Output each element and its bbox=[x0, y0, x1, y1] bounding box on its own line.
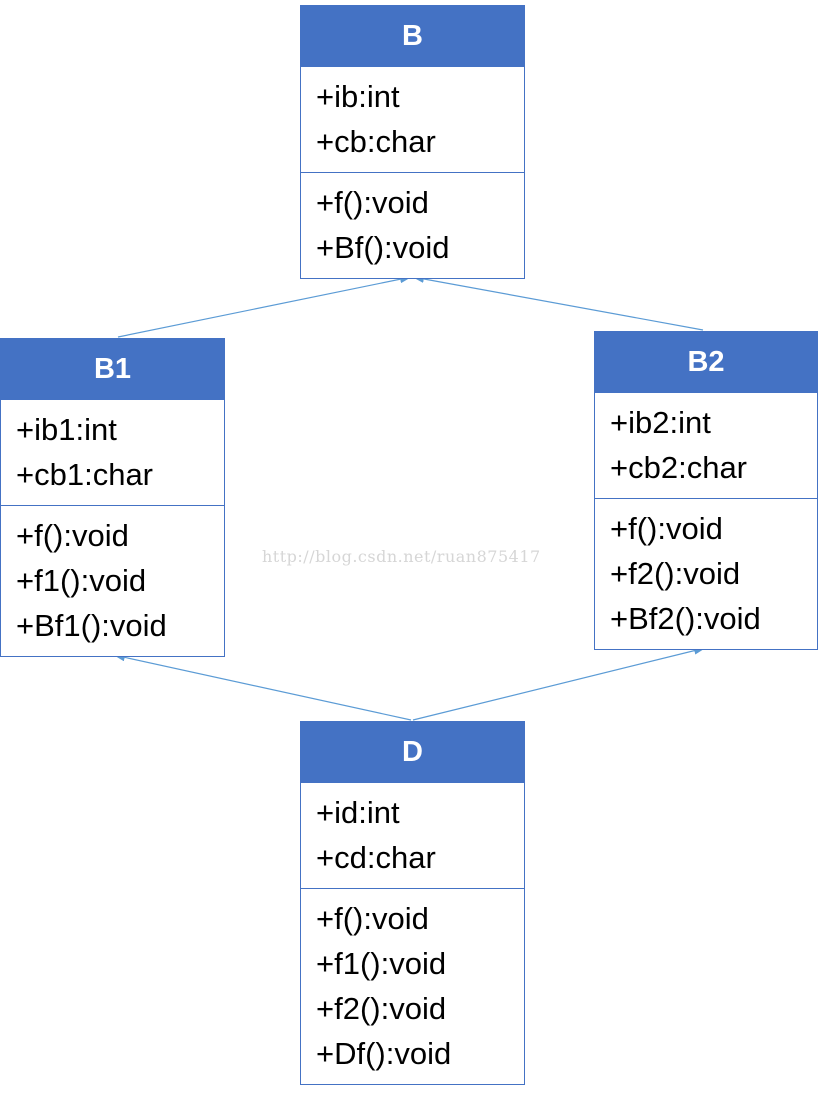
attribute-row: +ib2:int bbox=[610, 405, 711, 440]
attributes-compartment-b: +ib:int +cb:char bbox=[301, 67, 524, 172]
class-box-b1: B1 +ib1:int +cb1:char +f():void +f1():void… bbox=[0, 338, 225, 657]
arrow-d-to-b2 bbox=[412, 646, 706, 721]
method-row: +f1():void bbox=[316, 946, 447, 981]
attributes-compartment-d: +id:int +cd:char bbox=[301, 783, 524, 888]
arrow-d-to-b1 bbox=[113, 653, 412, 721]
attributes-compartment-b1: +ib1:int +cb1:char bbox=[1, 400, 224, 505]
class-name-d: D bbox=[301, 722, 524, 783]
methods-compartment-b1: +f():void +f1():void +Bf1():void bbox=[1, 505, 224, 656]
method-row: +f2():void bbox=[316, 991, 447, 1026]
attributes-compartment-b2: +ib2:int +cb2:char bbox=[595, 393, 817, 498]
method-row: +Df():void bbox=[316, 1036, 452, 1071]
arrow-b1-to-b bbox=[117, 275, 412, 338]
methods-compartment-b2: +f():void +f2():void +Bf2():void bbox=[595, 498, 817, 649]
method-row: +f1():void bbox=[16, 563, 147, 598]
method-row: +f():void bbox=[610, 511, 723, 546]
class-box-d: D +id:int +cd:char +f():void +f1():void +f2… bbox=[300, 721, 525, 1085]
attribute-row: +id:int bbox=[316, 795, 400, 830]
class-name-b2: B2 bbox=[595, 332, 817, 393]
class-name-b: B bbox=[301, 6, 524, 67]
watermark-text: http://blog.csdn.net/ruan875417 bbox=[262, 547, 541, 566]
method-row: +Bf():void bbox=[316, 230, 450, 265]
methods-compartment-b: +f():void +Bf():void bbox=[301, 172, 524, 278]
attribute-row: +ib1:int bbox=[16, 412, 117, 447]
method-row: +f():void bbox=[316, 901, 429, 936]
attribute-row: +ib:int bbox=[316, 79, 400, 114]
method-row: +f():void bbox=[16, 518, 129, 553]
class-box-b: B +ib:int +cb:char +f():void +Bf():void bbox=[300, 5, 525, 279]
attribute-row: +cb2:char bbox=[610, 450, 748, 485]
method-row: +Bf1():void bbox=[16, 608, 167, 643]
attribute-row: +cd:char bbox=[316, 840, 436, 875]
attribute-row: +cb1:char bbox=[16, 457, 154, 492]
class-box-b2: B2 +ib2:int +cb2:char +f():void +f2():void… bbox=[594, 331, 818, 650]
class-name-b1: B1 bbox=[1, 339, 224, 400]
method-row: +f():void bbox=[316, 185, 429, 220]
method-row: +Bf2():void bbox=[610, 601, 761, 636]
method-row: +f2():void bbox=[610, 556, 741, 591]
methods-compartment-d: +f():void +f1():void +f2():void +Df():void bbox=[301, 888, 524, 1084]
arrow-b2-to-b bbox=[412, 275, 704, 331]
attribute-row: +cb:char bbox=[316, 124, 436, 159]
